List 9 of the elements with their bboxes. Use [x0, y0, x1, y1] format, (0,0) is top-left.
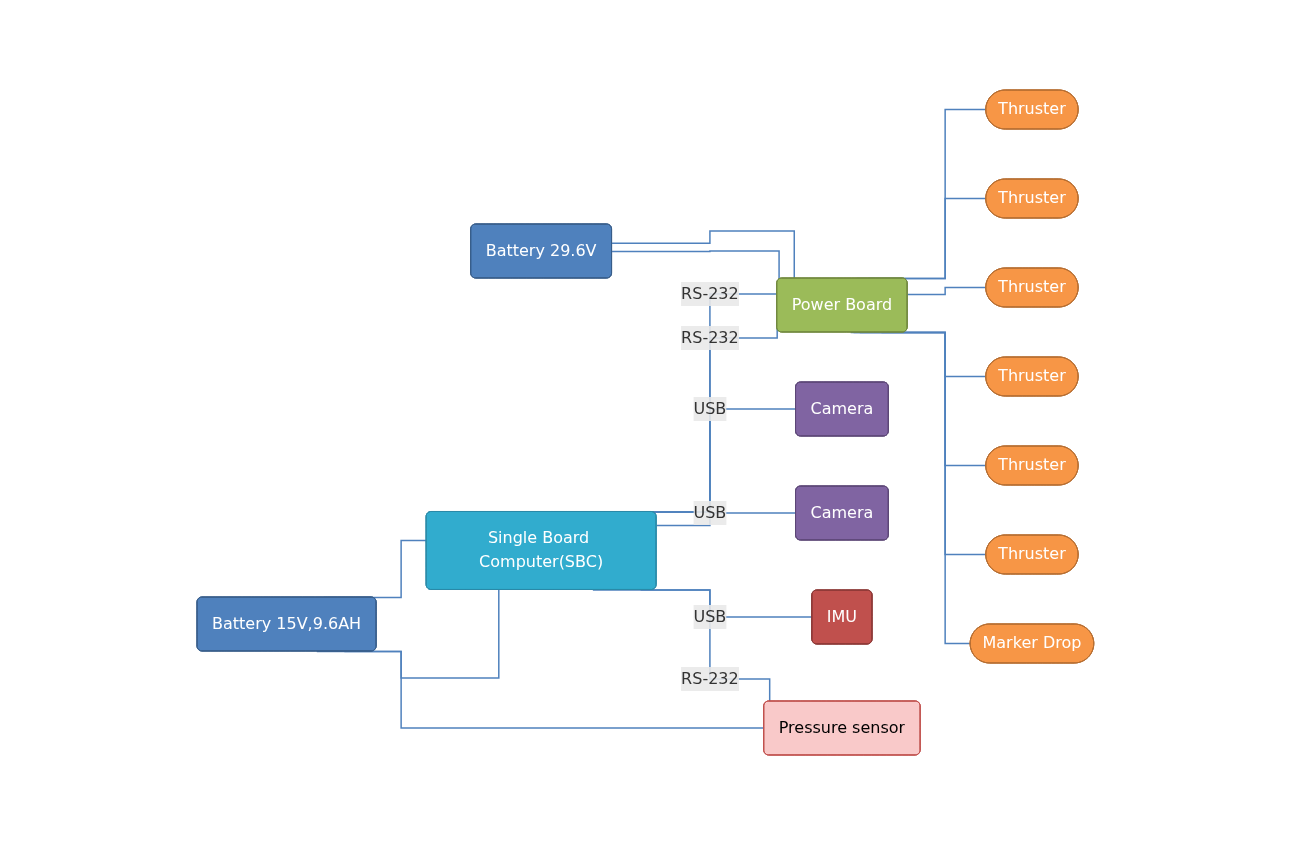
connector [611, 249, 780, 280]
edge-label: RS-232 [681, 283, 739, 303]
connector [592, 588, 771, 702]
connector [611, 229, 796, 279]
edge-label: USB [693, 398, 727, 418]
edge-label: USB [693, 606, 727, 626]
edge-label: USB [693, 502, 727, 522]
edge-label: RS-232 [681, 668, 739, 688]
edge-label: RS-232 [681, 327, 739, 347]
